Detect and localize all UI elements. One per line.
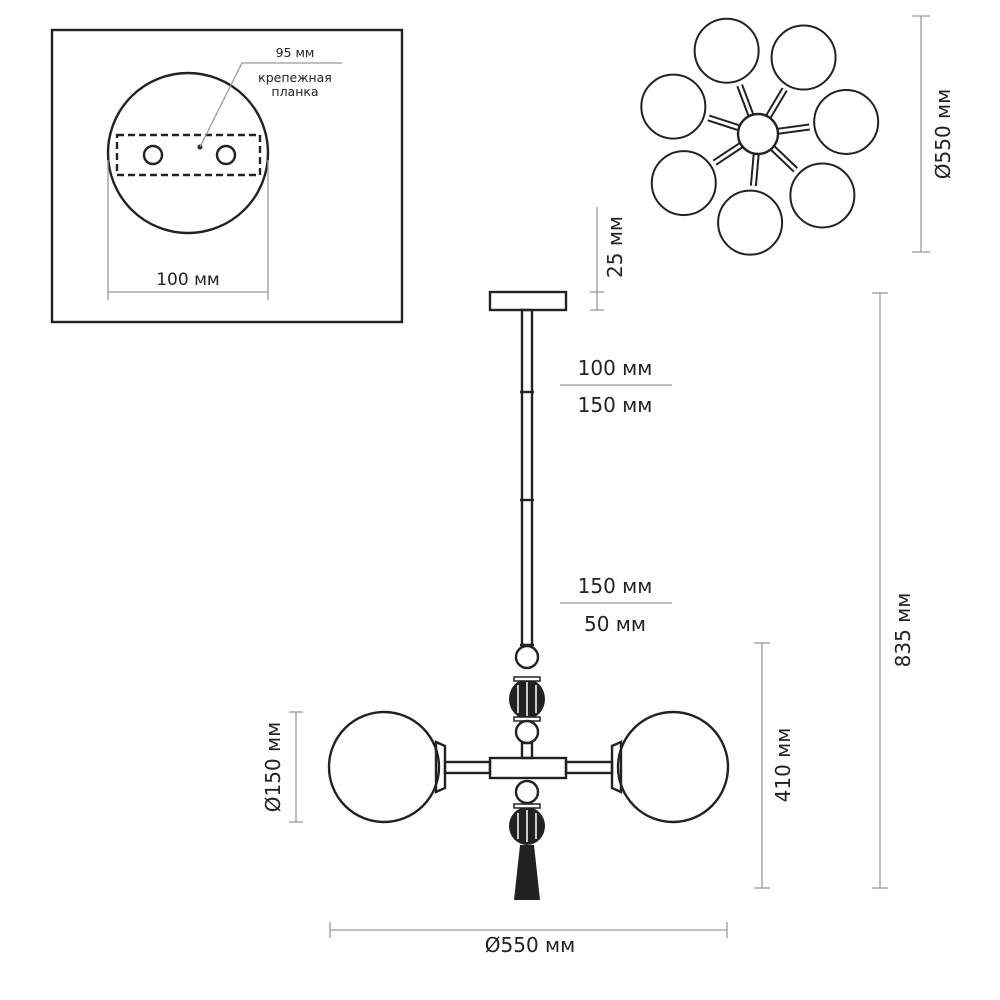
top-globe — [770, 24, 837, 91]
globe-right — [616, 710, 730, 824]
top-globe — [789, 162, 856, 229]
mount-detail: 95 мм крепежная планка 100 мм — [50, 28, 404, 324]
fluted-ornament-upper — [509, 676, 545, 722]
rod-upper-label-1: 100 мм — [578, 356, 653, 380]
rod-lower-label-1: 150 мм — [578, 574, 653, 598]
top-diameter-dimension: Ø550 мм — [912, 15, 955, 253]
globe-diameter-label: Ø150 мм — [261, 722, 285, 812]
bead — [514, 644, 540, 670]
top-globe — [640, 73, 707, 140]
body-height-label: 410 мм — [771, 728, 795, 803]
plate-width-label: 100 мм — [156, 270, 220, 290]
rod — [520, 308, 534, 647]
bracket-length-label: 95 мм — [276, 45, 315, 60]
rod-lower-label-2: 50 мм — [584, 612, 646, 636]
top-globe — [693, 17, 760, 84]
mounting-bracket — [115, 133, 262, 177]
screw-hole-left — [142, 144, 164, 166]
top-globe — [717, 189, 784, 256]
overall-diameter-dimension: Ø550 мм — [329, 922, 728, 957]
mounting-plate — [106, 71, 270, 235]
canopy — [488, 290, 568, 312]
globe-cup-left — [434, 740, 447, 794]
tassel — [514, 845, 540, 900]
overall-diameter-label: Ø550 мм — [485, 933, 575, 957]
globe-cup-right — [610, 740, 623, 794]
arm-left — [443, 760, 492, 775]
top-hub — [736, 112, 780, 156]
fluted-ornament-lower — [509, 803, 545, 845]
top-diameter-label: Ø550 мм — [931, 89, 955, 179]
globe-left — [327, 710, 441, 824]
center-hub — [488, 756, 568, 780]
canopy-height-label: 25 мм — [603, 216, 627, 278]
bracket-label-1: крепежная — [258, 70, 332, 85]
rod-upper-dimension: 100 мм 150 мм — [560, 356, 672, 417]
globe-diameter-dimension: Ø150 мм — [261, 711, 303, 823]
elevation-view — [327, 290, 730, 900]
bracket-label-2: планка — [271, 84, 318, 99]
total-height-label: 835 мм — [891, 593, 915, 668]
top-globe — [650, 150, 717, 217]
leader-line — [199, 62, 342, 148]
total-height-dimension: 835 мм — [872, 292, 915, 889]
screw-hole-right — [215, 144, 237, 166]
arm-right — [564, 760, 614, 775]
top-view — [640, 17, 880, 256]
canopy-height-dimension: 25 мм — [590, 207, 627, 311]
rod-upper-label-2: 150 мм — [578, 393, 653, 417]
body-height-dimension: 410 мм — [754, 642, 795, 889]
detail-frame — [50, 28, 404, 324]
top-globe — [813, 88, 880, 155]
rod-lower-dimension: 150 мм 50 мм — [560, 574, 672, 636]
